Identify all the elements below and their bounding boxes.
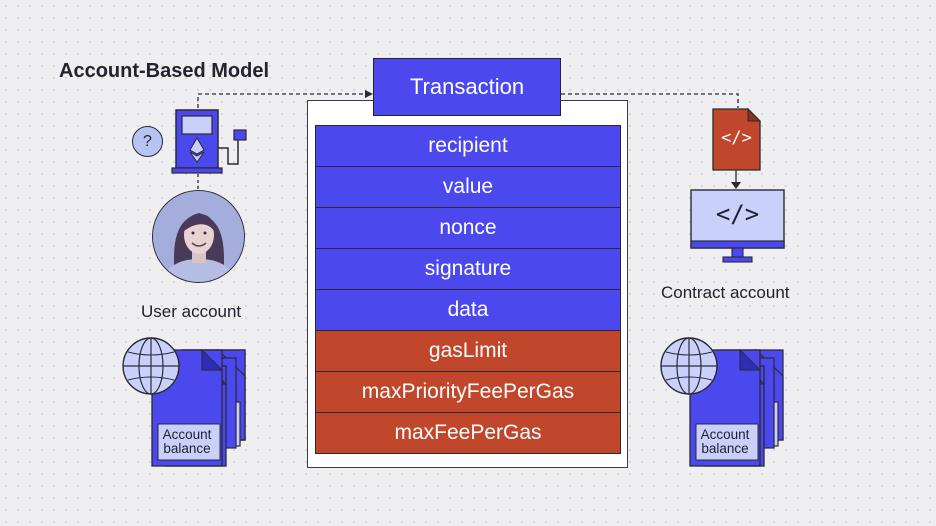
- globe-icon: [660, 337, 718, 395]
- field-max-fee: maxFeePerGas: [315, 412, 621, 454]
- transaction-fields: recipient value nonce signature data gas…: [315, 125, 621, 454]
- question-icon: ?: [132, 126, 163, 157]
- avatar: [152, 190, 245, 283]
- contract-balance-stack: Account balance: [656, 336, 788, 470]
- field-nonce: nonce: [315, 207, 621, 249]
- monitor-code-text: </>: [715, 200, 760, 228]
- ethereum-icon: [189, 137, 205, 163]
- field-signature: signature: [315, 248, 621, 290]
- code-file-text: </>: [721, 128, 752, 148]
- contract-account-label: Contract account: [661, 283, 790, 302]
- user-balance-line2: balance: [163, 441, 211, 456]
- globe-icon: [122, 337, 180, 395]
- field-gas-limit: gasLimit: [315, 330, 621, 372]
- field-data: data: [315, 289, 621, 331]
- fuel-pump-icon: [171, 109, 247, 174]
- field-value: value: [315, 166, 621, 208]
- user-balance-line1: Account: [162, 427, 212, 442]
- field-recipient: recipient: [315, 125, 621, 167]
- monitor-icon: [690, 189, 785, 263]
- user-account-label: User account: [141, 302, 242, 321]
- contract-balance-line1: Account: [700, 427, 750, 442]
- transaction-header: Transaction: [373, 58, 561, 116]
- code-file-icon: [712, 107, 762, 171]
- contract-balance-line2: balance: [701, 441, 749, 456]
- field-max-priority-fee: maxPriorityFeePerGas: [315, 371, 621, 413]
- document-stack-icon: [151, 348, 246, 467]
- user-balance-stack: Account balance: [118, 336, 250, 470]
- diagram-title: Account-Based Model: [59, 60, 270, 82]
